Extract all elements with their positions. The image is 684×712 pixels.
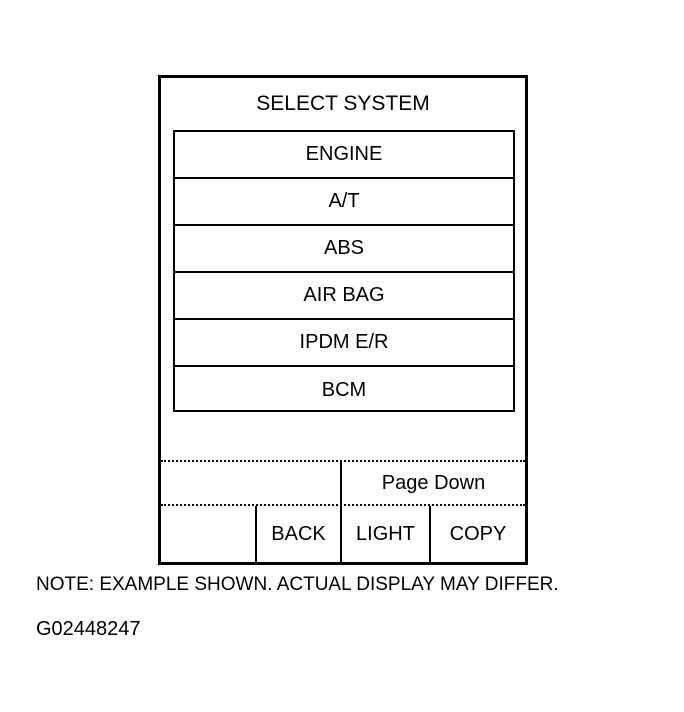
back-button[interactable]: BACK — [257, 506, 342, 562]
system-item-ipdm-er[interactable]: IPDM E/R — [175, 320, 513, 367]
light-button[interactable]: LIGHT — [342, 506, 431, 562]
button-bar-top-row: Page Down — [161, 462, 525, 506]
consult-display-screen: SELECT SYSTEM ENGINE A/T ABS AIR BAG IPD… — [158, 75, 528, 565]
blank-button — [161, 506, 257, 562]
note-caption: NOTE: EXAMPLE SHOWN. ACTUAL DISPLAY MAY … — [36, 574, 559, 595]
system-list: ENGINE A/T ABS AIR BAG IPDM E/R BCM — [173, 130, 515, 412]
system-item-at[interactable]: A/T — [175, 179, 513, 226]
system-item-air-bag[interactable]: AIR BAG — [175, 273, 513, 320]
button-bar: Page Down BACK LIGHT COPY — [161, 460, 525, 562]
figure-code: G02448247 — [36, 618, 141, 640]
page-down-button[interactable]: Page Down — [381, 471, 486, 494]
system-item-abs[interactable]: ABS — [175, 226, 513, 273]
button-bar-bottom-row: BACK LIGHT COPY — [161, 506, 525, 562]
blank-cell — [161, 462, 342, 504]
system-item-engine[interactable]: ENGINE — [175, 132, 513, 179]
system-item-bcm[interactable]: BCM — [321, 379, 367, 401]
screen-title: SELECT SYSTEM — [256, 92, 430, 115]
copy-button[interactable]: COPY — [449, 522, 507, 545]
